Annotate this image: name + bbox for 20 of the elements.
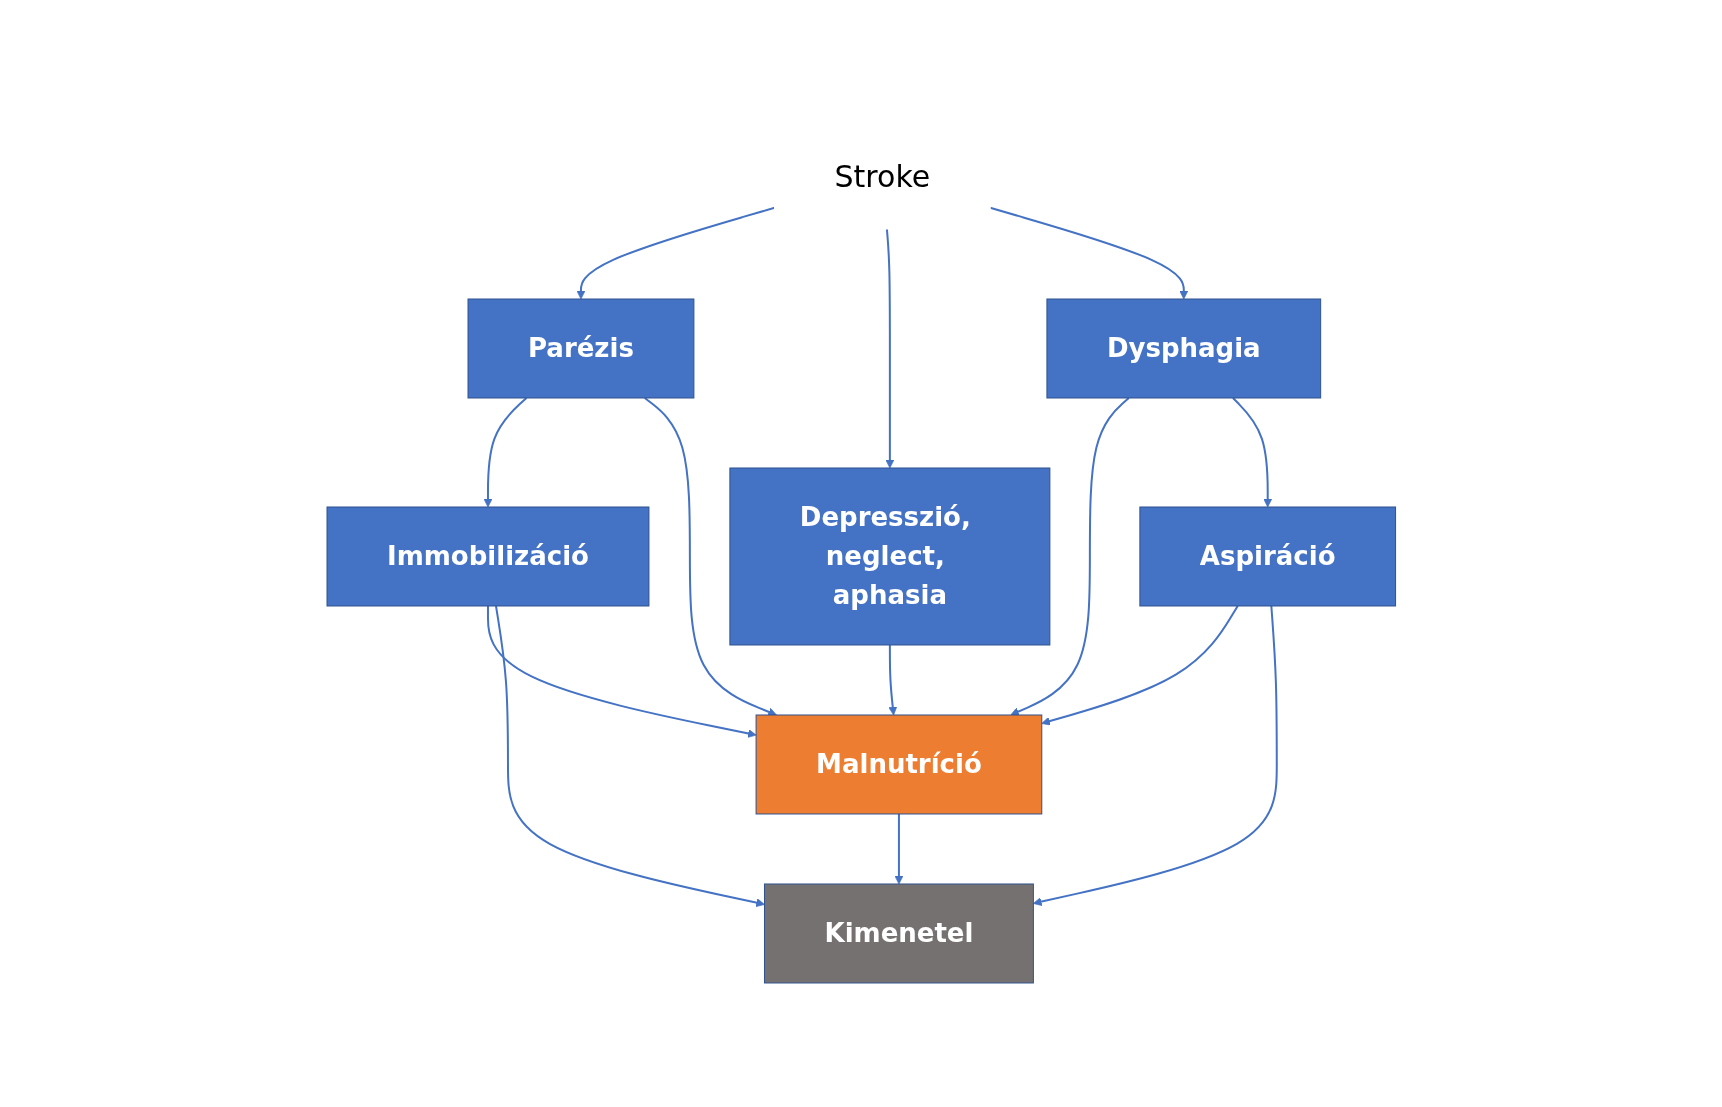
arrow — [1041, 605, 1239, 726]
node-box: Dysphagia — [1046, 298, 1321, 399]
arrow — [1231, 397, 1272, 508]
node-box: Depresszió, neglect, aphasia — [729, 467, 1051, 646]
node-box: Immobilizáció — [326, 506, 650, 607]
arrow — [486, 605, 757, 738]
node-box: Malnutríció — [755, 714, 1042, 815]
arrow — [894, 813, 904, 885]
node-box: Kimenetel — [763, 883, 1034, 984]
arrow — [885, 228, 894, 469]
arrow — [576, 206, 776, 300]
arrow — [494, 605, 765, 908]
arrow — [1010, 397, 1130, 716]
node-box: Aspiráció — [1139, 506, 1396, 607]
arrow — [483, 397, 528, 508]
arrow — [1032, 605, 1278, 906]
node-box: Parézis — [467, 298, 695, 399]
arrow — [888, 644, 897, 716]
node-text: Stroke — [834, 159, 930, 194]
arrow — [988, 206, 1188, 300]
